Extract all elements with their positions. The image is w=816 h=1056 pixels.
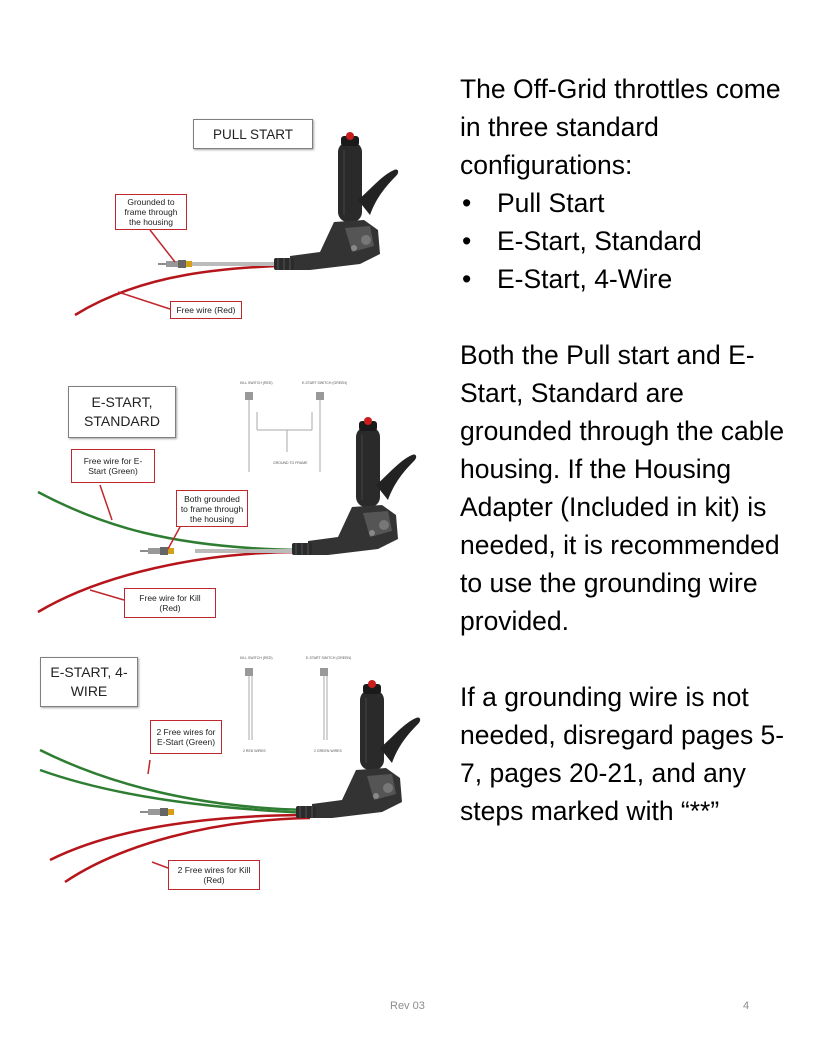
intro-text: The Off-Grid throttles come in three sta… xyxy=(460,74,781,180)
grounding-paragraph: Both the Pull start and E-Start, Standar… xyxy=(460,340,785,636)
estart-4wire-green-callout: 2 Free wires for E-Start (Green) xyxy=(150,720,222,754)
list-item: Pull Start xyxy=(460,184,790,222)
estart-standard-title: E-START, STANDARD xyxy=(68,386,176,438)
estart-4wire-kill-callout: 2 Free wires for Kill (Red) xyxy=(168,860,260,890)
pull-start-wire-callout: Free wire (Red) xyxy=(170,301,242,319)
estart-4wire-schematic-left-bottom: 2 RED WIRES xyxy=(243,749,266,753)
estart-standard-kill-callout: Free wire for Kill (Red) xyxy=(124,588,216,618)
estart-4wire-schematic-right: E-START SWITCH (GREEN) xyxy=(306,656,352,660)
pull-start-diagram xyxy=(74,131,399,317)
estart-standard-diagram xyxy=(37,392,417,614)
page-number: 4 xyxy=(743,1000,750,1012)
pull-start-title: PULL START xyxy=(193,119,313,149)
pull-start-ground-callout: Grounded to frame through the housing xyxy=(115,194,187,230)
text-column: The Off-Grid throttles come in three sta… xyxy=(460,70,790,830)
revision-label: Rev 03 xyxy=(390,1000,425,1012)
configuration-list: Pull Start E-Start, Standard E-Start, 4-… xyxy=(460,184,790,298)
estart-standard-ground-callout: Both grounded to frame through the housi… xyxy=(176,490,248,527)
list-item: E-Start, Standard xyxy=(460,222,790,260)
no-ground-paragraph: If a grounding wire is not needed, disre… xyxy=(460,682,785,826)
estart-standard-schematic-left: KILL SWITCH (RED) xyxy=(240,381,273,385)
estart-4wire-title: E-START, 4-WIRE xyxy=(40,657,138,707)
estart-4wire-diagram xyxy=(39,668,421,884)
list-item: E-Start, 4-Wire xyxy=(460,260,790,298)
estart-4wire-schematic-right-bottom: 2 GREEN WIRES xyxy=(314,749,342,753)
estart-standard-schematic-right: E-START SWITCH (GREEN) xyxy=(302,381,348,385)
estart-4wire-schematic-left: KILL SWITCH (RED) xyxy=(240,656,273,660)
estart-standard-green-callout: Free wire for E-Start (Green) xyxy=(71,449,155,483)
estart-standard-schematic-bottom: GROUND TO FRAME xyxy=(273,461,308,465)
